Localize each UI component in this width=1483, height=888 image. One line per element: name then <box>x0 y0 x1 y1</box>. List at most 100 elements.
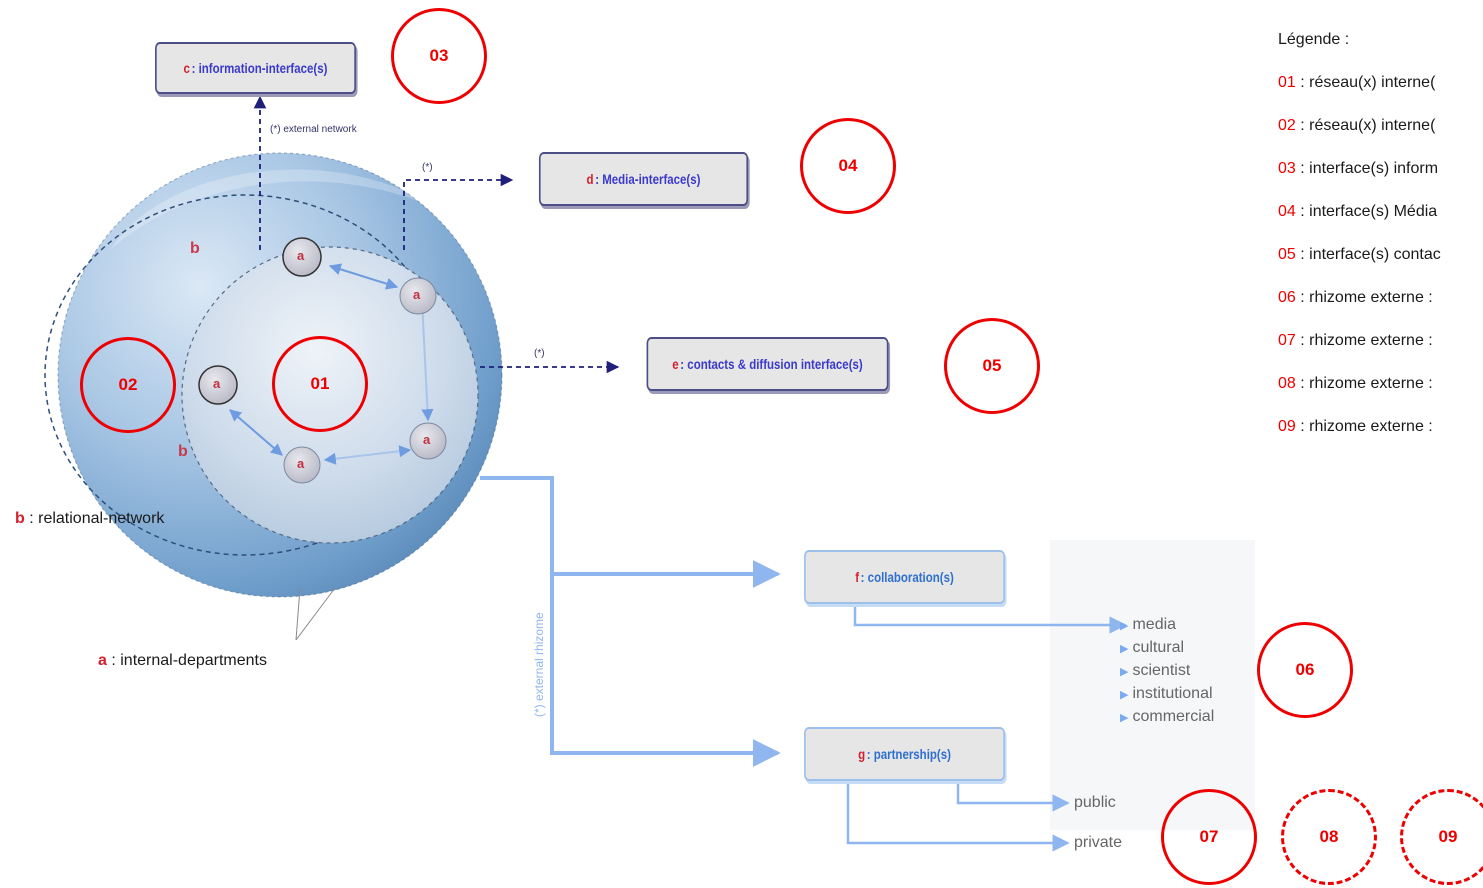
sector-item: ▶commercial <box>1120 706 1214 729</box>
annotation-circle-06: 06 <box>1257 622 1353 718</box>
relational-network-outline <box>57 152 503 598</box>
sector-panel <box>1050 540 1255 830</box>
relational-network-definition-key: b <box>15 510 25 527</box>
media-star-note: (*) <box>422 162 433 173</box>
triangle-right-icon: ▶ <box>1120 666 1129 678</box>
contacts-interface-label: : contacts & diffusion interface(s) <box>680 356 863 372</box>
legend-item-number: 01 <box>1278 74 1296 91</box>
contacts-interface-key: e <box>672 356 679 372</box>
triangle-right-icon: ▶ <box>1120 643 1129 655</box>
legend-item: 03 : interface(s) inform <box>1278 159 1441 179</box>
collaboration-key: f <box>855 569 860 585</box>
node-a-5-label: a <box>297 456 305 471</box>
annotation-circle-01: 01 <box>272 336 368 432</box>
node-link-2 <box>416 298 434 422</box>
contacts-star-note: (*) <box>534 348 545 359</box>
relational-network-definition-text: : relational-network <box>24 510 165 527</box>
legend-item-number: 04 <box>1278 203 1296 220</box>
sector-label: commercial <box>1132 708 1215 725</box>
legend-item-number: 02 <box>1278 117 1296 134</box>
legend-item-text: : interface(s) contac <box>1295 246 1441 263</box>
partnership-private-label: private <box>1074 834 1123 851</box>
triangle-right-icon: ▶ <box>1120 689 1129 701</box>
node-a-3 <box>198 365 238 405</box>
rhizome-trunk <box>480 476 781 767</box>
internal-departments-definition: a : internal-departments <box>98 652 267 670</box>
annotation-circle-07: 07 <box>1161 789 1257 885</box>
legend-item-text: : rhizome externe : <box>1295 418 1433 435</box>
collaboration-sectors-list: ▶media ▶cultural ▶scientist ▶institution… <box>1120 614 1214 729</box>
node-link-3 <box>323 445 412 465</box>
ring-label-b-bottom: b <box>178 443 188 460</box>
partnership-label: : partnership(s) <box>866 746 951 762</box>
sector-label: media <box>1132 616 1177 633</box>
contacts-interface-box: e : contacts & diffusion interface(s) <box>646 337 889 391</box>
legend-item-text: : interface(s) Média <box>1295 203 1438 220</box>
sector-item: ▶institutional <box>1120 683 1214 706</box>
information-interface-label: : information-interface(s) <box>191 60 328 76</box>
node-a-1-label: a <box>297 248 305 263</box>
external-network-note: (*) external network <box>270 124 357 135</box>
legend: Légende : 01 : réseau(x) interne( 02 : r… <box>1278 30 1441 437</box>
sector-item: ▶scientist <box>1120 660 1214 683</box>
annotation-circle-04: 04 <box>800 118 896 214</box>
node-a-1 <box>282 237 322 277</box>
internal-departments-definition-text: : internal-departments <box>106 652 267 669</box>
sector-label: institutional <box>1132 685 1213 702</box>
internal-network-outline <box>181 246 479 544</box>
annotation-circle-05: 05 <box>944 318 1040 414</box>
legend-item-text: : rhizome externe : <box>1295 289 1433 306</box>
internal-departments-definition-key: a <box>98 652 107 669</box>
annotation-circle-03: 03 <box>391 8 487 104</box>
legend-item: 02 : réseau(x) interne( <box>1278 116 1441 136</box>
relational-network-definition: b : relational-network <box>15 510 164 528</box>
ring-label-b-top: b <box>190 240 200 257</box>
information-interface-key: c <box>183 60 190 76</box>
node-a-4 <box>409 422 447 460</box>
sector-label: scientist <box>1132 662 1191 679</box>
legend-item: 08 : rhizome externe : <box>1278 374 1441 394</box>
partnership-public-line <box>956 780 1070 812</box>
partnership-box: g : partnership(s) <box>804 727 1005 781</box>
legend-item: 05 : interface(s) contac <box>1278 245 1441 265</box>
legend-item-number: 09 <box>1278 418 1296 435</box>
annotation-circle-08: 08 <box>1281 789 1377 885</box>
sector-item: ▶cultural <box>1120 637 1214 660</box>
media-interface-key: d <box>586 171 594 187</box>
legend-item-number: 05 <box>1278 246 1296 263</box>
legend-item: 01 : réseau(x) interne( <box>1278 73 1441 93</box>
legend-item: 04 : interface(s) Média <box>1278 202 1441 222</box>
legend-item-text: : réseau(x) interne( <box>1295 117 1436 134</box>
legend-item-text: : rhizome externe : <box>1295 332 1433 349</box>
legend-item-number: 03 <box>1278 160 1296 177</box>
node-a-2-label: a <box>413 287 421 302</box>
triangle-right-icon: ▶ <box>1120 712 1129 724</box>
annotation-circle-09: 09 <box>1400 789 1483 885</box>
legend-item-text: : interface(s) inform <box>1295 160 1439 177</box>
sector-item: ▶media <box>1120 614 1214 637</box>
triangle-right-icon: ▶ <box>1120 620 1129 632</box>
node-a-5 <box>283 446 321 484</box>
leader-line-2 <box>295 587 336 641</box>
collaboration-label: : collaboration(s) <box>860 569 954 585</box>
sphere-top-highlight <box>110 169 440 250</box>
legend-item: 06 : rhizome externe : <box>1278 288 1441 308</box>
legend-item: 09 : rhizome externe : <box>1278 417 1441 437</box>
leader-line-1 <box>295 587 301 641</box>
legend-title: Légende : <box>1278 31 1350 48</box>
legend-item-number: 07 <box>1278 332 1296 349</box>
partnership-private-line <box>846 780 1070 852</box>
legend-item-text: : réseau(x) interne( <box>1295 74 1436 91</box>
partnership-public-label: public <box>1074 794 1116 811</box>
external-rhizome-note: (*) external rhizome <box>532 612 546 717</box>
sector-label: cultural <box>1132 639 1185 656</box>
information-interface-box: c : information-interface(s) <box>155 42 356 94</box>
legend-item: 07 : rhizome externe : <box>1278 331 1441 351</box>
node-a-3-label: a <box>213 376 221 391</box>
node-a-4-label: a <box>423 432 431 447</box>
collaboration-box: f : collaboration(s) <box>804 550 1005 604</box>
node-link-4 <box>229 409 283 456</box>
node-a-2 <box>399 277 437 315</box>
legend-item-text: : rhizome externe : <box>1295 375 1433 392</box>
